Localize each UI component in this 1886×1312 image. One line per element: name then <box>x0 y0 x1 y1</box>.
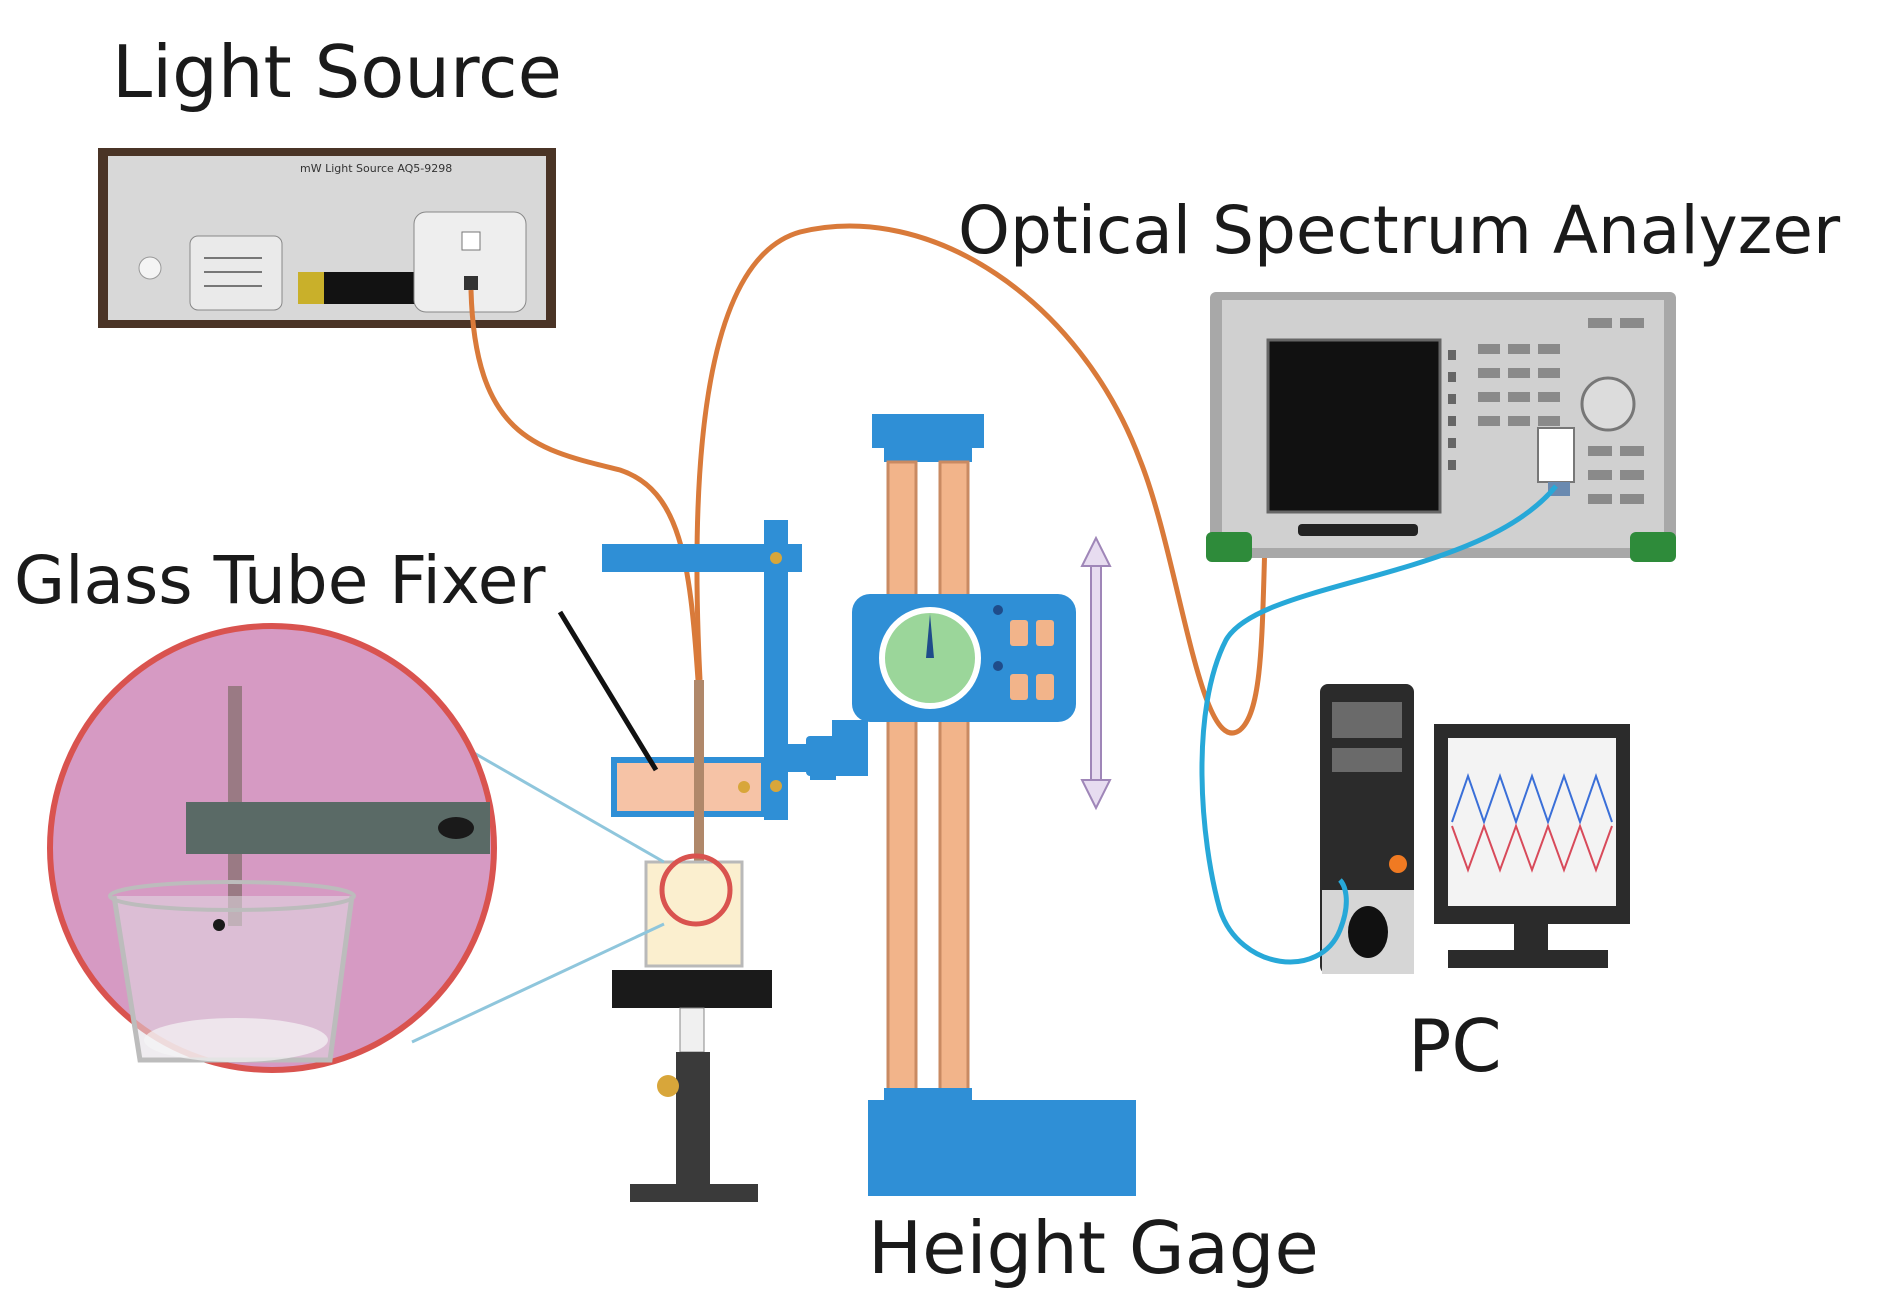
light-source-header-text: mW Light Source AQ5-9298 <box>300 162 452 175</box>
gage-base <box>868 1100 1136 1196</box>
waveform-red <box>1451 823 1613 873</box>
osa-screen <box>1266 338 1442 514</box>
gage-rail-right <box>938 460 970 1104</box>
zoom-inset <box>47 623 497 1073</box>
light-source-device: mW Light Source AQ5-9298 <box>98 148 556 328</box>
osa-foot-left <box>1206 532 1252 562</box>
osa-foot-right <box>1630 532 1676 562</box>
glass-tube <box>694 680 704 892</box>
height-gage <box>852 414 1136 1196</box>
power-knob <box>138 256 162 280</box>
glass-tube-fixer-label: Glass Tube Fixer <box>14 542 546 619</box>
gage-top-cap <box>872 414 984 448</box>
light-source-label: Light Source <box>112 30 562 114</box>
fiber-from-light-source <box>468 289 701 681</box>
stage-top <box>612 970 772 1008</box>
gage-rail-left <box>886 460 918 1104</box>
stage-post <box>676 1052 710 1184</box>
clamp-arm <box>602 520 868 820</box>
osa-label: Optical Spectrum Analyzer <box>958 192 1841 269</box>
optical-spectrum-analyzer <box>1206 292 1676 562</box>
fixer-pointer-line <box>557 610 659 772</box>
waveform-blue <box>1451 772 1613 826</box>
pc <box>1320 684 1630 974</box>
pc-label: PC <box>1408 1004 1502 1088</box>
fiber-to-osa <box>694 223 1268 736</box>
height-gage-label: Height Gage <box>868 1206 1319 1290</box>
stage-foot <box>630 1184 758 1202</box>
vertical-motion-arrow <box>1080 535 1112 811</box>
osa-knob <box>1580 376 1636 432</box>
zoom-marker <box>659 853 733 927</box>
usb-cable <box>1199 484 1558 965</box>
